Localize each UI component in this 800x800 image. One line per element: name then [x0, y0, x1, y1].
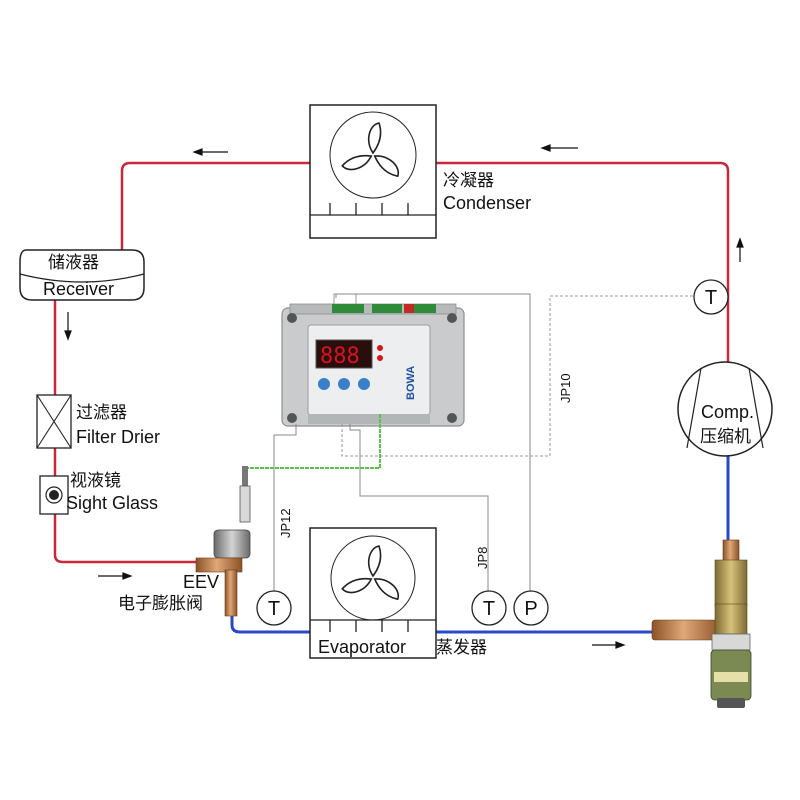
jp8-label: JP8 — [475, 547, 490, 569]
receiver-label-cn: 储液器 — [48, 253, 99, 273]
jp10-label: JP10 — [558, 373, 573, 403]
sight-glass-label-cn: 视液镜 — [70, 471, 121, 491]
flow-arrow-icon — [64, 144, 744, 649]
evaporator — [309, 527, 437, 659]
sensor-t-suction: T — [471, 590, 507, 626]
filter-drier-icon — [36, 394, 72, 449]
receiver — [19, 249, 145, 301]
eev-label-cn: 电子膨胀阀 — [118, 594, 203, 614]
controller-brand: BOWA — [405, 366, 417, 400]
compressor-label-en: Comp. — [701, 402, 754, 422]
evaporator-label-cn: 蒸发器 — [436, 638, 487, 658]
svg-text:T: T — [705, 287, 717, 309]
condenser-label-en: Condenser — [443, 193, 531, 213]
display-digits: 888 — [320, 344, 360, 369]
controller-buttons — [318, 378, 370, 390]
svg-text:T: T — [483, 598, 495, 620]
svg-text:T: T — [268, 598, 280, 620]
sensor-wiring — [273, 293, 531, 592]
sensor-t-eev: T — [256, 590, 292, 626]
compressor — [677, 361, 773, 457]
sight-glass-label-en: Sight Glass — [66, 493, 158, 513]
suction-valve — [651, 539, 752, 708]
compressor-label-cn: 压缩机 — [700, 427, 751, 447]
condenser — [309, 104, 437, 239]
sensor-p-suction: P — [513, 590, 549, 626]
evaporator-label-en: Evaporator — [318, 637, 406, 657]
eev-valve — [195, 466, 251, 617]
condenser-label-cn: 冷凝器 — [443, 171, 494, 191]
controller: 888 BOWA — [281, 293, 465, 427]
hot-side-line — [53, 161, 730, 564]
svg-text:P: P — [524, 598, 537, 620]
sight-glass-icon — [39, 475, 69, 515]
receiver-label-en: Receiver — [43, 279, 114, 299]
terminal-block — [332, 304, 436, 313]
cold-side-line — [230, 455, 730, 634]
sensor-t-discharge: T — [693, 279, 729, 315]
jp10-wire — [341, 295, 705, 457]
jp12-label: JP12 — [278, 508, 293, 538]
fan-icon — [329, 111, 417, 199]
filter-drier-label-cn: 过滤器 — [76, 403, 127, 423]
eev-signal-wire — [246, 414, 381, 469]
eev-label-en: EEV — [183, 572, 219, 592]
filter-drier-label-en: Filter Drier — [76, 427, 160, 447]
